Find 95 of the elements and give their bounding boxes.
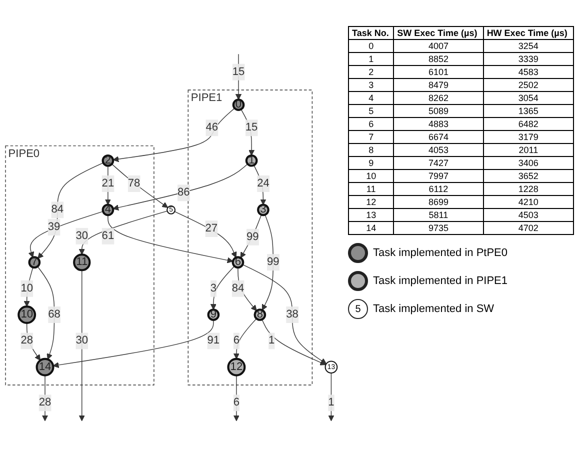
- table-cell: 3254: [483, 40, 574, 52]
- table-cell: 8479: [394, 78, 484, 92]
- table-cell: 11: [348, 182, 394, 196]
- table-cell: 0: [348, 40, 394, 52]
- edge-label: 61: [102, 228, 114, 244]
- table-cell: 6101: [394, 66, 484, 78]
- table-cell: 1365: [483, 104, 574, 118]
- table-cell: 4883: [394, 118, 484, 130]
- table-cell: 8699: [394, 196, 484, 208]
- edge-label: 24: [257, 175, 270, 192]
- task-circle: 4: [102, 204, 114, 216]
- edge-label: 27: [205, 220, 218, 238]
- table-cell: 5: [348, 104, 394, 118]
- table-cell: 2: [348, 66, 394, 78]
- legend-sample-circle: 5: [348, 299, 368, 319]
- edge-label: 38: [286, 306, 298, 324]
- edge-label: 10: [20, 280, 33, 297]
- edge-label: 84: [51, 202, 64, 218]
- table-cell: 4583: [483, 66, 574, 78]
- table-cell: 7997: [394, 170, 484, 182]
- edge-label: 28: [38, 394, 52, 412]
- table-cell: 6: [348, 118, 394, 130]
- edge-label: 39: [48, 218, 60, 236]
- task-circle: 0: [232, 98, 245, 111]
- task-circle: 3: [257, 204, 270, 216]
- table-cell: 13: [348, 208, 394, 222]
- edge-label: 78: [128, 175, 140, 192]
- table-cell: 12: [348, 196, 394, 208]
- table-cell: 4: [348, 92, 394, 104]
- edge-label: 86: [178, 184, 190, 202]
- table-cell: 4702: [483, 222, 574, 234]
- table-cell: 8262: [394, 92, 484, 104]
- legend-text: Task implemented in SW: [373, 303, 494, 315]
- table-cell: 8852: [394, 52, 484, 66]
- table-cell: 4210: [483, 196, 574, 208]
- table-cell: 5089: [394, 104, 484, 118]
- task-circle: 12: [227, 358, 246, 376]
- task-circle: 1: [245, 154, 258, 167]
- table-cell: 10: [348, 170, 394, 182]
- edge-label: 6: [233, 394, 240, 412]
- table-cell: 6112: [394, 182, 484, 196]
- edge-label: 15: [245, 120, 258, 136]
- group-title: PIPE0: [8, 148, 40, 160]
- task-circle: 2: [102, 154, 114, 167]
- legend-text: Task implemented in PtPE0: [373, 247, 508, 259]
- edge-label: 6: [233, 332, 240, 350]
- edge-label: 30: [76, 228, 88, 244]
- edge-label: 1: [328, 394, 334, 412]
- table-cell: 4007: [394, 40, 484, 52]
- table-cell: 7427: [394, 156, 484, 170]
- column-header: HW Exec Time (µs): [483, 26, 574, 40]
- table-cell: 6674: [394, 130, 484, 144]
- table-cell: 4053: [394, 144, 484, 156]
- table-cell: 5811: [394, 208, 484, 222]
- task-circle: 8: [254, 308, 266, 321]
- task-circle: 7: [28, 256, 41, 269]
- edge-label: 3: [210, 280, 216, 297]
- task-circle: 11: [73, 254, 91, 272]
- task-circle: 6: [232, 256, 244, 269]
- edge-label: 99: [267, 254, 280, 271]
- edge-label: 46: [206, 120, 218, 136]
- table-cell: 4503: [483, 208, 574, 222]
- table-cell: 1228: [483, 182, 574, 196]
- edge-label: 15: [232, 64, 245, 80]
- edge-label: 84: [232, 280, 244, 297]
- table-cell: 3054: [483, 92, 574, 104]
- table-cell: 8: [348, 144, 394, 156]
- dashed-group-outline: [5, 145, 154, 386]
- edge-label: 28: [20, 332, 33, 350]
- table-cell: 9735: [394, 222, 484, 234]
- table-cell: 2502: [483, 78, 574, 92]
- edge-label: 99: [246, 228, 259, 246]
- table-cell: 3339: [483, 52, 574, 66]
- table-cell: 3: [348, 78, 394, 92]
- edge-label: 21: [102, 175, 114, 192]
- task-circle: 14: [36, 358, 54, 376]
- legend-text: Task implemented in PIPE1: [373, 275, 508, 287]
- column-header: SW Exec Time (µs): [394, 26, 484, 40]
- edge-label: 1: [268, 332, 275, 350]
- table-cell: 1: [348, 52, 394, 66]
- group-title: PIPE1: [190, 92, 222, 104]
- table-cell: 14: [348, 222, 394, 234]
- task-circle: 9: [207, 308, 220, 321]
- table-cell: 9: [348, 156, 394, 170]
- table-cell: 3652: [483, 170, 574, 182]
- table-cell: 3179: [483, 130, 574, 144]
- table-cell: 7: [348, 130, 394, 144]
- edge-label: 91: [207, 332, 220, 350]
- table-cell: 6482: [483, 118, 574, 130]
- edge-label: 68: [48, 306, 60, 324]
- edge-label: 30: [76, 332, 88, 350]
- dashed-group-outline: [188, 90, 313, 386]
- column-header: Task No.: [348, 26, 394, 40]
- table-cell: 2011: [483, 144, 574, 156]
- table-cell: 3406: [483, 156, 574, 170]
